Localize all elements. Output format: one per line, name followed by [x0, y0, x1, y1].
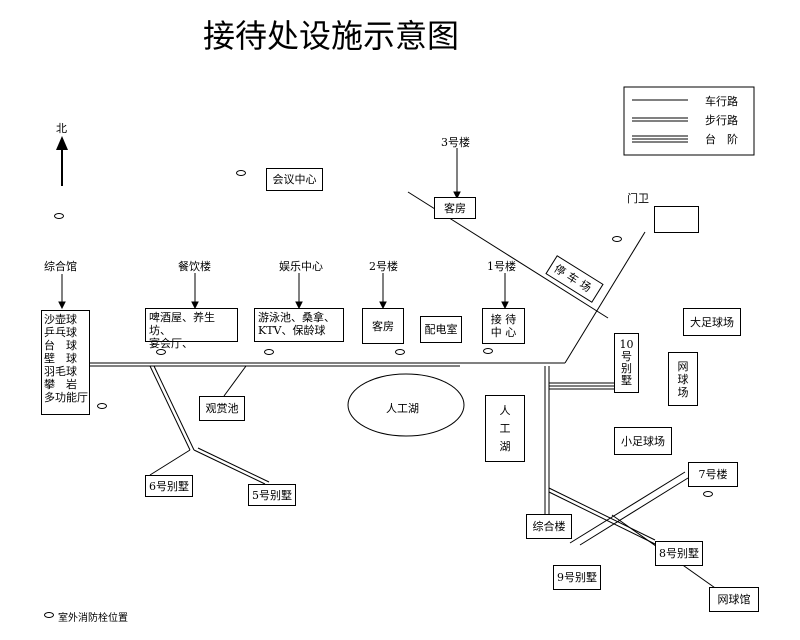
legend-walkway-label: 步行路	[705, 114, 738, 127]
kefang-2-box: 客房	[362, 308, 404, 344]
fire-hydrant-icon	[54, 213, 64, 219]
villa-9-box: 9号别墅	[553, 565, 601, 590]
kefang-3-box: 客房	[434, 197, 476, 219]
fire-hydrant-icon	[264, 349, 274, 355]
legend-frame	[623, 86, 755, 156]
artificial-lake-shape	[347, 373, 465, 437]
fire-hydrant-icon	[703, 491, 713, 497]
guanshangchi-box: 观赏池	[199, 396, 245, 421]
fire-hydrant-icon	[156, 349, 166, 355]
fire-hydrant-icon	[97, 403, 107, 409]
north-label: 北	[56, 122, 67, 135]
building-1-label: 1号楼	[487, 260, 516, 273]
big-football-field-box: 大足球场	[683, 308, 741, 336]
legend-steps-label: 台 阶	[705, 133, 738, 146]
menwei-box	[654, 206, 699, 233]
hydrant-legend-label: 室外消防栓位置	[58, 613, 128, 624]
fire-hydrant-icon	[483, 348, 493, 354]
yule-zhongxin-label: 娱乐中心	[279, 260, 323, 273]
north-arrow-head	[56, 136, 68, 150]
building-7-box: 7号楼	[688, 462, 738, 487]
canyin-lou-box: 啤酒屋、养生坊、 宴会厅、	[145, 308, 238, 350]
zonghe-guan-label: 综合馆	[44, 260, 77, 273]
villa-5-box: 5号别墅	[248, 484, 296, 506]
building-2-label: 2号楼	[369, 260, 398, 273]
artificial-lake-label: 人工湖	[386, 402, 419, 415]
villa-10-box: 10 号 别 墅	[614, 333, 639, 393]
yule-zhongxin-box: 游泳池、桑拿、 KTV、保龄球	[254, 308, 344, 342]
fire-hydrant-icon	[395, 349, 405, 355]
small-football-field-box: 小足球场	[614, 427, 672, 455]
zonghe-lou-box: 综合楼	[526, 514, 572, 539]
canyin-lou-label: 餐饮楼	[178, 260, 211, 273]
jiedai-zhongxin-box: 接 待 中 心	[482, 308, 525, 344]
menwei-label: 门卫	[627, 192, 649, 205]
peidian-box: 配电室	[420, 316, 462, 343]
artificial-lake-2-box: 人 工 湖	[485, 395, 525, 462]
villa-8-box: 8号别墅	[655, 541, 703, 566]
building-3-label: 3号楼	[441, 136, 470, 149]
tennis-court-box: 网 球 场	[668, 352, 698, 406]
page-title: 接待处设施示意图	[203, 17, 460, 55]
zonghe-guan-facility-list: 沙壶球 乒乓球 台 球 壁 球 羽毛球 攀 岩 多功能厅	[41, 310, 90, 415]
villa-6-box: 6号别墅	[145, 475, 193, 497]
legend-road-label: 车行路	[705, 95, 738, 108]
fire-hydrant-icon	[612, 236, 622, 242]
wangqiuguan-box: 网球馆	[709, 587, 759, 612]
huiyi-zhongxin-box: 会议中心	[266, 168, 323, 191]
hydrant-legend-icon	[44, 612, 54, 618]
fire-hydrant-icon	[236, 170, 246, 176]
